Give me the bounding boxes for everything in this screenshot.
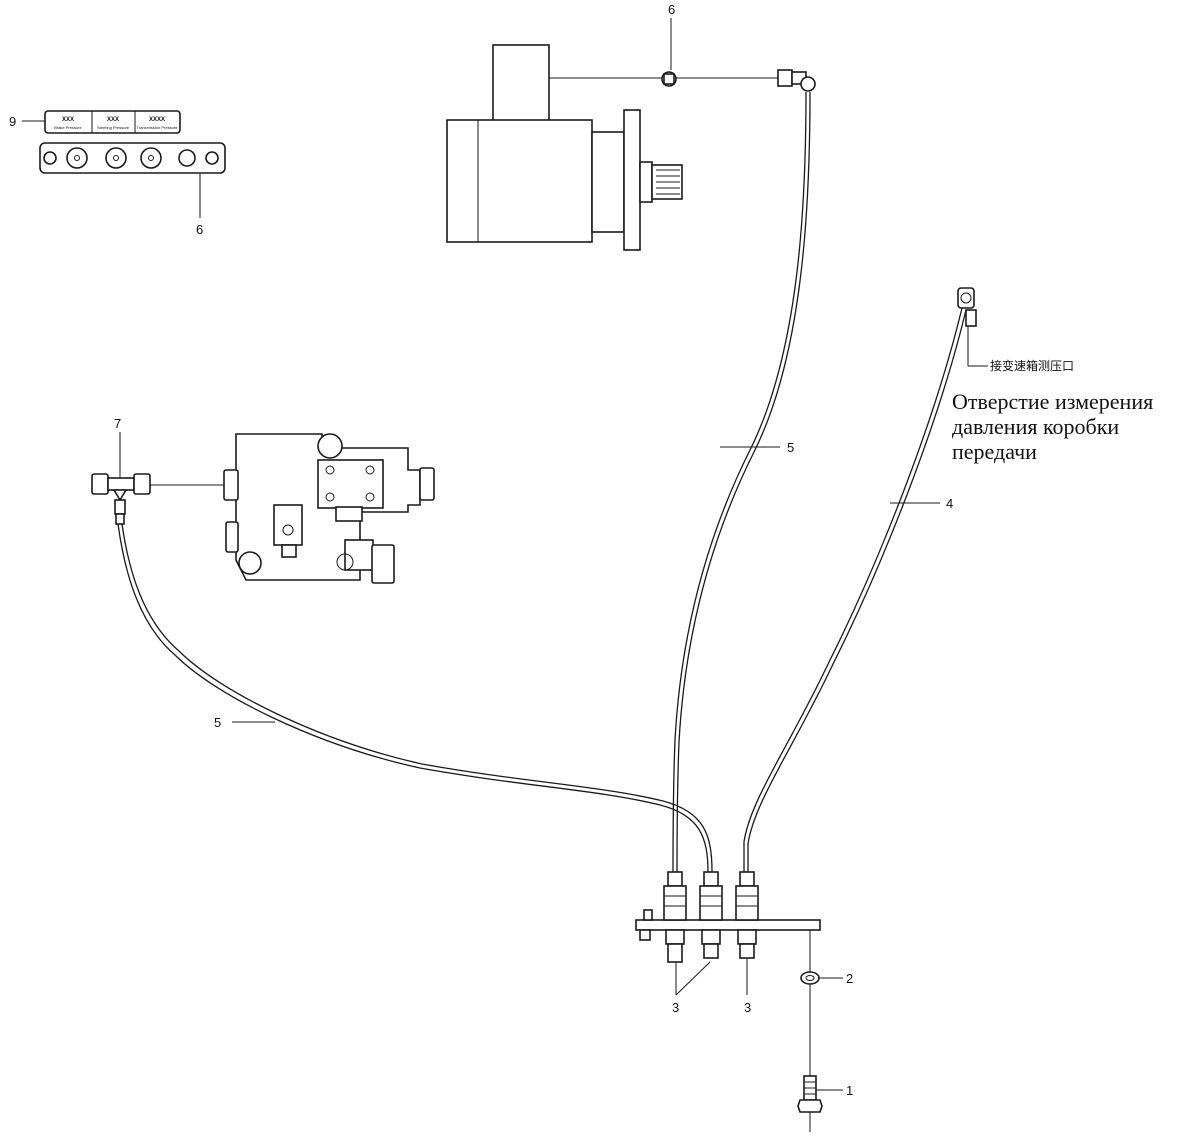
pressure-label-plate: XXX Brake Pressure XXX Steering Pressure… — [44, 110, 181, 134]
callout-4: 4 — [946, 496, 953, 511]
callout-3-left: 3 — [672, 1000, 679, 1015]
callout-9: 9 — [9, 114, 16, 129]
callout-7: 7 — [114, 416, 121, 431]
callout-1: 1 — [846, 1083, 853, 1098]
transmission-test-port — [957, 287, 977, 327]
tube-5-left — [117, 523, 713, 873]
valve-block — [223, 433, 435, 584]
plate-cell-2-sub: Steering Pressure — [97, 125, 130, 130]
pressure-sensor-left — [663, 871, 687, 963]
motor-pump-unit — [446, 44, 683, 251]
bolt-1 — [797, 1075, 823, 1113]
plate-cell-1-sub: Brake Pressure — [54, 125, 82, 130]
callout-6-plate: 6 — [196, 222, 203, 237]
callout-5-right: 5 — [787, 440, 794, 455]
tube-4 — [743, 307, 967, 872]
pressure-sensor-right — [735, 871, 759, 959]
note-russian-line-1: Отверстие измерения — [952, 389, 1153, 414]
tube-5-right — [672, 91, 811, 873]
callout-5-left: 5 — [214, 715, 221, 730]
pressure-sensor-middle — [699, 871, 723, 959]
plate-cell-1-code: XXX — [62, 117, 74, 123]
tee-fitting-7 — [91, 473, 151, 525]
note-russian-line-2: давления коробки — [952, 414, 1119, 439]
note-chinese: 接变速箱测压口 — [990, 358, 1074, 373]
note-russian-line-3: передачи — [952, 439, 1037, 464]
test-coupling-6 — [661, 71, 677, 87]
callout-6-top: 6 — [668, 2, 675, 17]
sensor-bracket — [635, 909, 821, 941]
washer-2 — [800, 971, 820, 985]
plate-cell-2-code: XXX — [107, 117, 119, 123]
test-port-bracket — [39, 142, 226, 174]
plate-cell-3-code: XXXX — [149, 117, 165, 123]
callout-2: 2 — [846, 971, 853, 986]
elbow-fitting — [777, 69, 816, 92]
plate-cell-3-sub: Transmission Pressure — [137, 125, 179, 130]
callout-3-right: 3 — [744, 1000, 751, 1015]
